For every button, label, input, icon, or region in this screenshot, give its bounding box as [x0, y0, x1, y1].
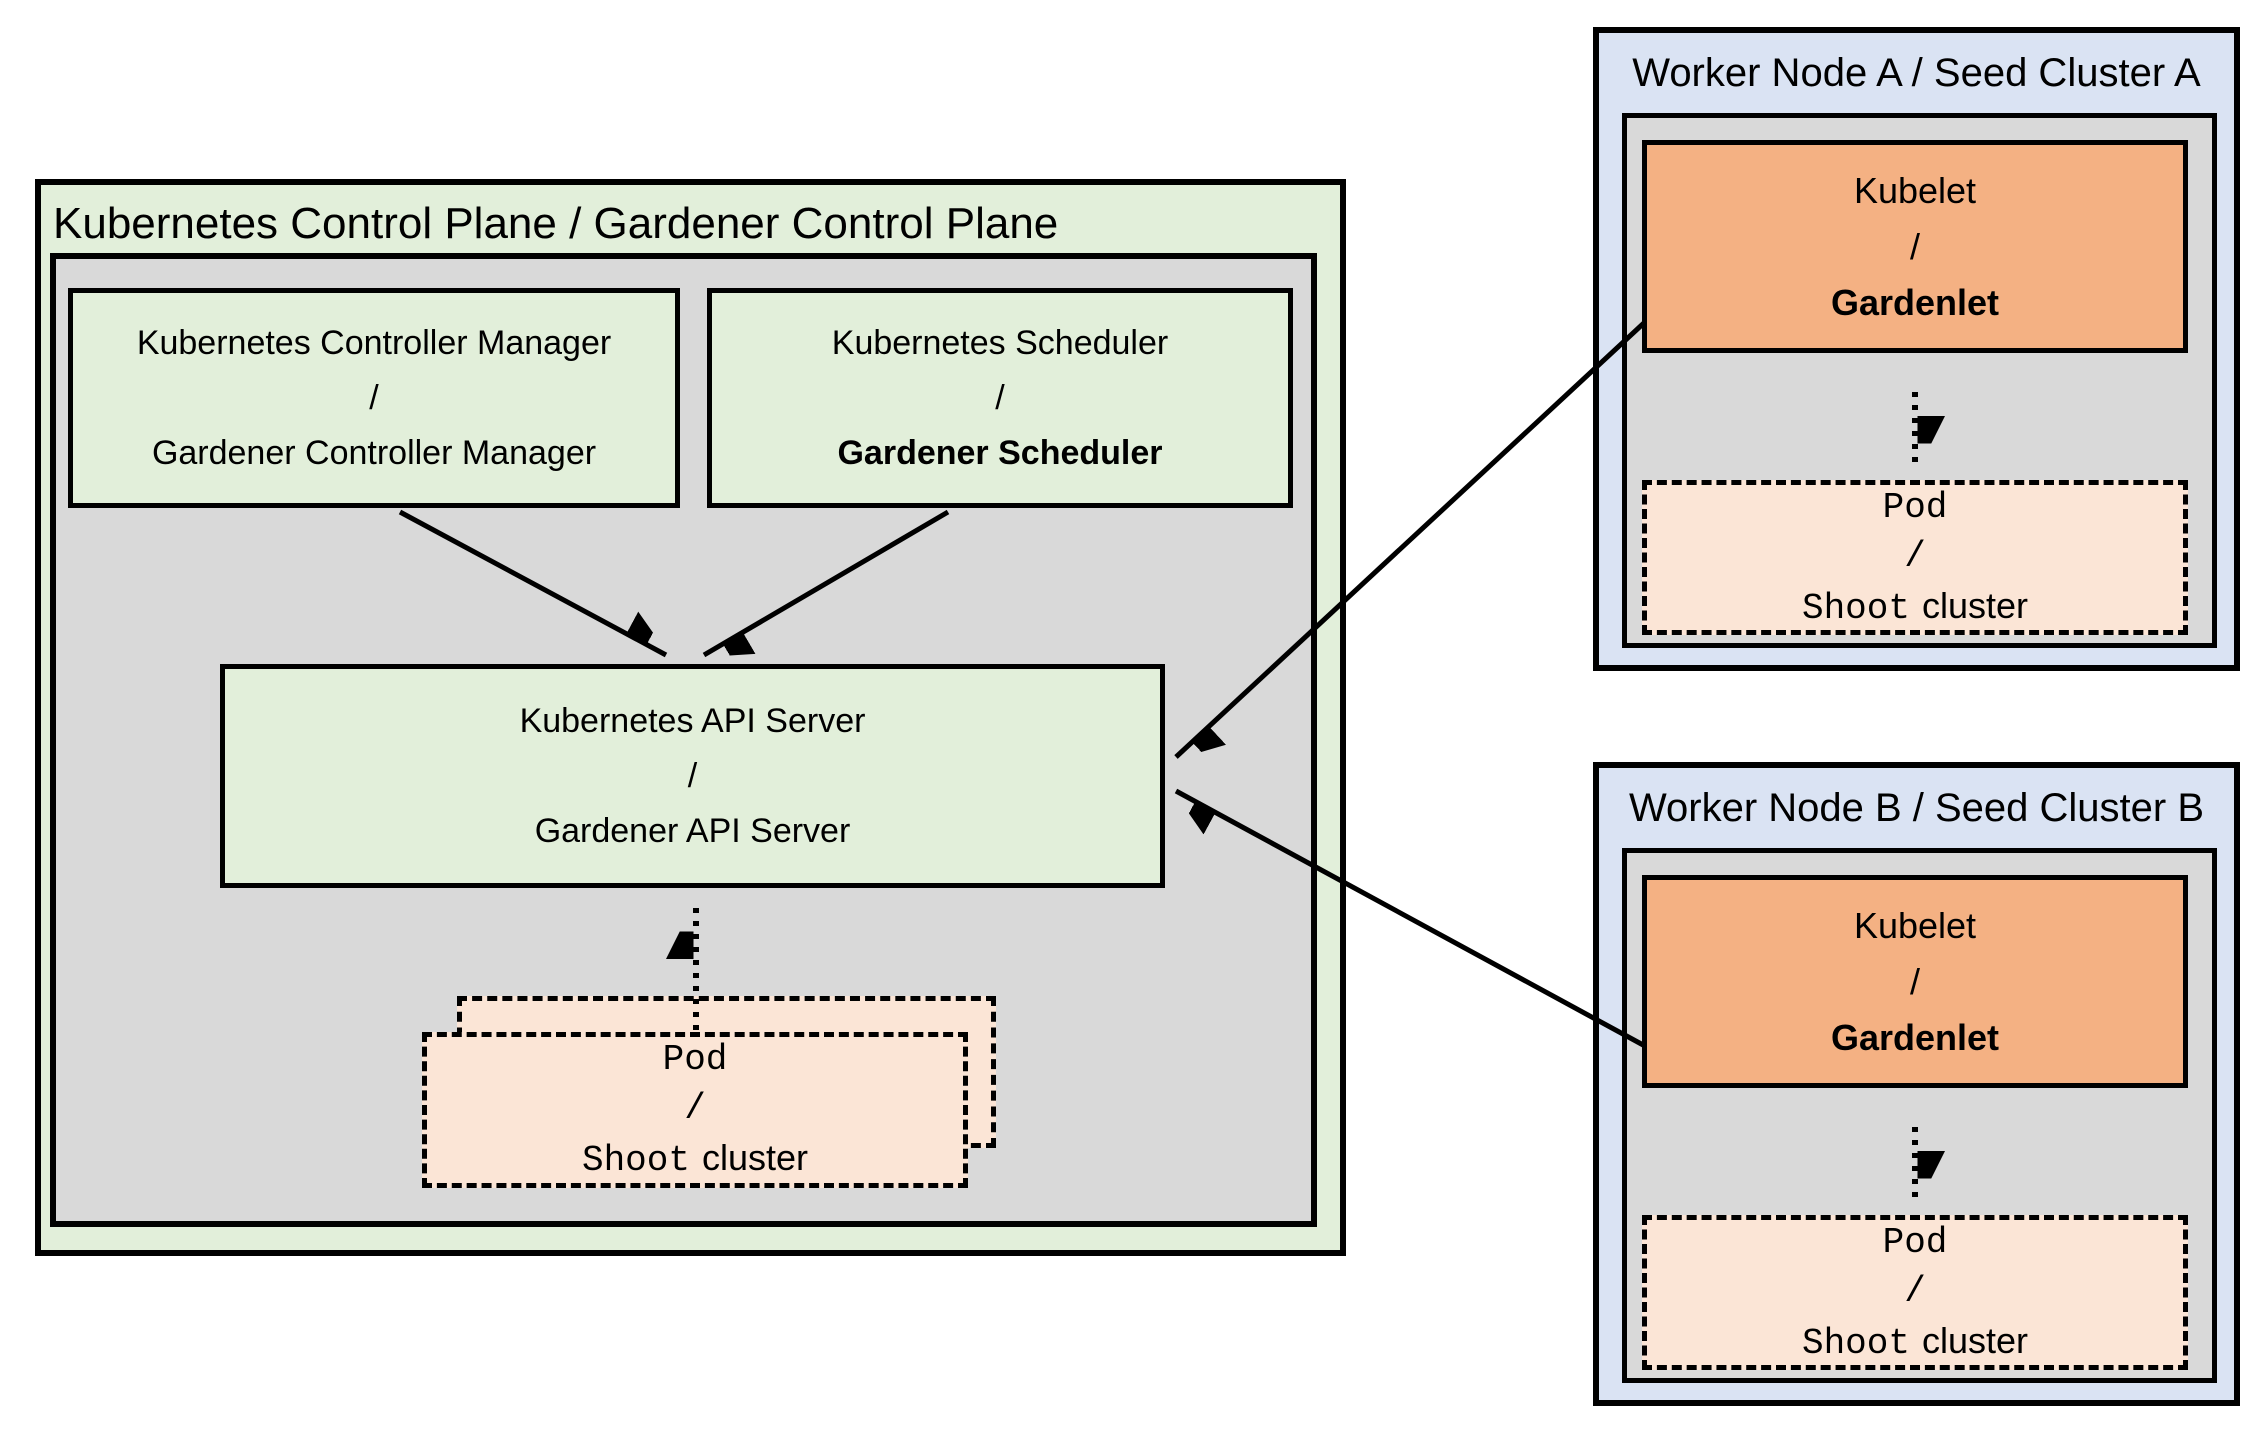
- kubelet-a-line1: Kubelet: [1853, 169, 1977, 211]
- pod-a-line1: Pod: [1882, 486, 1948, 528]
- api-server-line2: Gardener API Server: [534, 811, 851, 850]
- controller-manager-separator: /: [369, 378, 379, 417]
- pod-b-line2-cluster: cluster: [1922, 1319, 2029, 1361]
- worker-node-a-box: Worker Node A / Seed Cluster A Kubelet /…: [1593, 27, 2240, 671]
- worker-node-b-pod-box: Pod / Shoot cluster: [1642, 1215, 2188, 1370]
- control-plane-inner-panel: Kubernetes Controller Manager / Gardener…: [50, 253, 1317, 1227]
- kubelet-a-line2: Gardenlet: [1830, 281, 2000, 323]
- worker-node-a-kubelet-box: Kubelet / Gardenlet: [1642, 140, 2188, 353]
- pod-line1: Pod: [662, 1039, 728, 1080]
- kubelet-b-line1: Kubelet: [1853, 904, 1977, 946]
- api-server-line1: Kubernetes API Server: [519, 701, 866, 740]
- controller-manager-box: Kubernetes Controller Manager / Gardener…: [68, 288, 680, 508]
- pod-a-line2-cluster: cluster: [1922, 584, 2029, 626]
- pod-b-line2: Shoot cluster: [1802, 1316, 2028, 1368]
- worker-node-a-title: Worker Node A / Seed Cluster A: [1632, 51, 2201, 95]
- controller-manager-line1: Kubernetes Controller Manager: [136, 323, 612, 362]
- worker-node-a-pod-box: Pod / Shoot cluster: [1642, 480, 2188, 635]
- control-plane-title: Kubernetes Control Plane / Gardener Cont…: [53, 199, 1059, 248]
- controller-manager-line2: Gardener Controller Manager: [151, 433, 597, 472]
- pod-line2-shoot: Shoot: [581, 1140, 690, 1181]
- scheduler-separator: /: [995, 378, 1005, 417]
- pod-shoot-box: Pod / Shoot cluster: [422, 1032, 968, 1188]
- kubelet-b-separator: /: [1909, 960, 1920, 1002]
- pod-b-line2-shoot: Shoot: [1801, 1322, 1910, 1364]
- scheduler-line1: Kubernetes Scheduler: [831, 323, 1169, 362]
- pod-b-separator: /: [1904, 1270, 1926, 1312]
- worker-node-a-inner-panel: Kubelet / Gardenlet Pod / Shoot cluster: [1622, 113, 2217, 648]
- kubelet-a-separator: /: [1909, 225, 1920, 267]
- pod-b-line1: Pod: [1882, 1221, 1948, 1263]
- api-server-separator: /: [687, 756, 698, 795]
- worker-node-b-inner-panel: Kubelet / Gardenlet Pod / Shoot cluster: [1622, 848, 2217, 1383]
- scheduler-box: Kubernetes Scheduler / Gardener Schedule…: [707, 288, 1293, 508]
- pod-a-line2: Shoot cluster: [1802, 581, 2028, 633]
- pod-a-separator: /: [1904, 535, 1926, 577]
- pod-separator: /: [684, 1088, 706, 1129]
- worker-node-b-title: Worker Node B / Seed Cluster B: [1628, 786, 2205, 830]
- pod-line2: Shoot cluster: [582, 1133, 808, 1185]
- worker-node-b-kubelet-box: Kubelet / Gardenlet: [1642, 875, 2188, 1088]
- scheduler-line2: Gardener Scheduler: [837, 433, 1163, 472]
- worker-node-b-box: Worker Node B / Seed Cluster B Kubelet /…: [1593, 762, 2240, 1406]
- api-server-box: Kubernetes API Server / Gardener API Ser…: [220, 664, 1165, 888]
- pod-line2-cluster: cluster: [702, 1137, 809, 1178]
- kubelet-b-line2: Gardenlet: [1830, 1016, 2000, 1058]
- pod-a-line2-shoot: Shoot: [1801, 587, 1910, 629]
- control-plane-box: Kubernetes Control Plane / Gardener Cont…: [35, 179, 1346, 1256]
